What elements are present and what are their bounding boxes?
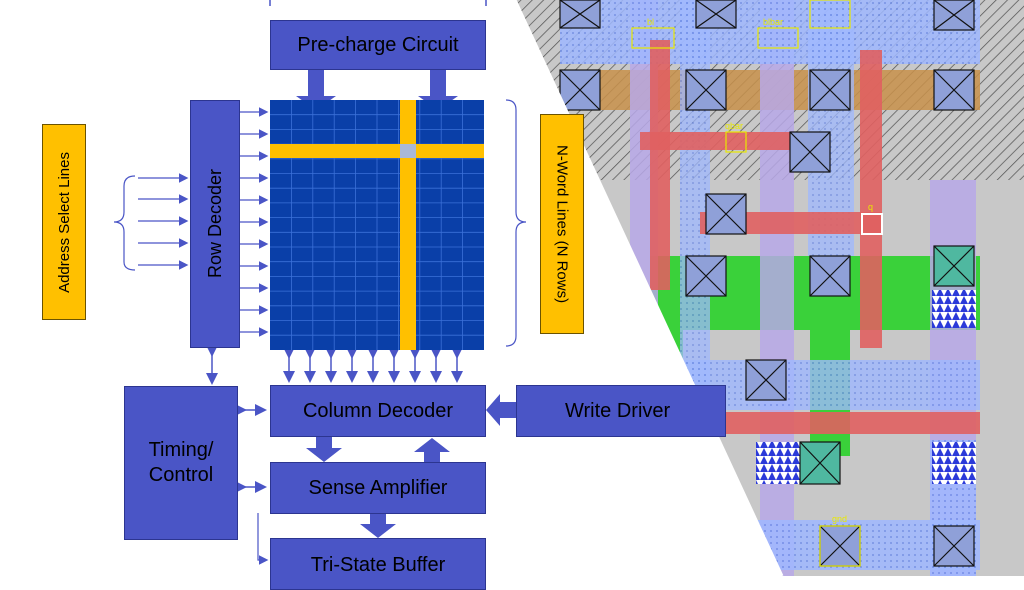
q-label: q <box>868 202 874 212</box>
address-select-lines-label: Address Select Lines <box>55 151 73 293</box>
precharge-circuit-block: Pre-charge Circuit <box>270 20 486 70</box>
row-decoder-label: Row Decoder <box>204 169 225 279</box>
timing-label: Timing/ <box>148 439 214 461</box>
qbar-label: qbar <box>725 121 744 131</box>
timing-control-block: Timing/ Control <box>124 386 238 540</box>
layout-view <box>513 0 1024 576</box>
word-lines-block: N-Word Lines (N Rows) <box>540 114 584 334</box>
sense-amplifier-block: Sense Amplifier <box>270 462 486 514</box>
bl-label: bl <box>647 17 655 27</box>
row-decoder-block: Row Decoder <box>190 100 240 348</box>
gnd-label: gnd <box>832 514 848 524</box>
tri-state-buffer-block: Tri-State Buffer <box>270 538 486 590</box>
address-select-lines-block: Address Select Lines <box>42 124 86 320</box>
blbar-label: blbar <box>763 17 784 27</box>
word-lines-label: N-Word Lines (N Rows) <box>553 144 571 304</box>
control-label: Control <box>148 464 214 486</box>
memory-cell-array <box>270 100 484 350</box>
write-driver-block: Write Driver <box>516 385 726 437</box>
column-decoder-block: Column Decoder <box>270 385 486 437</box>
